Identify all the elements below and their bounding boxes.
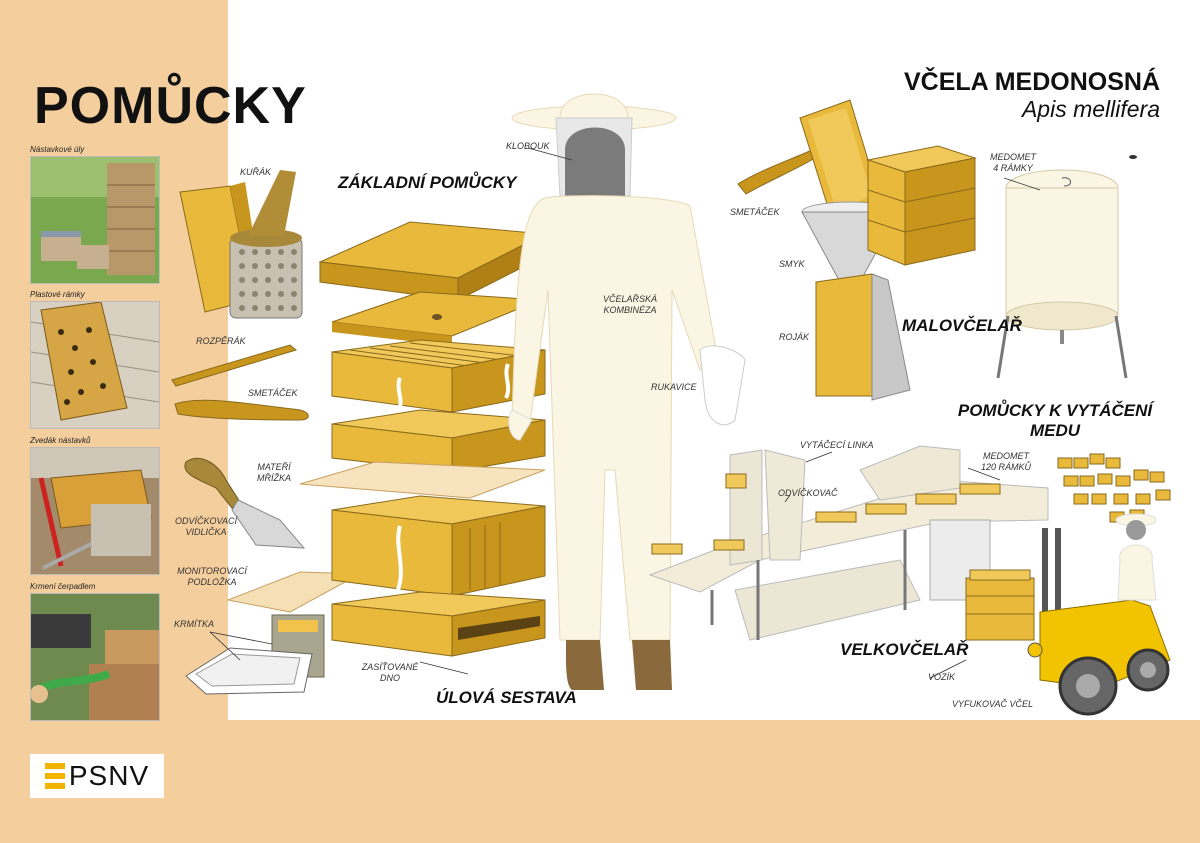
label-extractor-120: MEDOMET 120 RÁMKŮ	[980, 451, 1032, 472]
section-hive-set: ÚLOVÁ SESTAVA	[436, 688, 577, 707]
photo-1	[30, 156, 160, 284]
psnv-logo: PSNV	[30, 754, 164, 798]
small-hive	[866, 145, 977, 266]
label-screened-bottom: ZASÍŤOVANÉ DNO	[361, 662, 419, 683]
section-extraction: POMŮCKY K VYTÁČENÍ MEDU	[957, 401, 1153, 440]
bottom-strip	[0, 720, 1200, 843]
photo-2	[30, 301, 160, 429]
label-suit: VČELAŘSKÁ KOMBINÉZA	[602, 294, 658, 315]
photo-caption-2: Plastové rámky	[30, 290, 85, 299]
header-title: VČELA MEDONOSNÁ	[903, 68, 1160, 96]
photo-caption-1: Nástavkové úly	[30, 145, 85, 154]
label-funnel: SMYK	[779, 259, 805, 269]
section-basic: ZÁKLADNÍ POMŮCKY	[338, 173, 517, 192]
photo-3	[30, 447, 160, 575]
page-title: POMŮCKY	[34, 77, 307, 135]
label-gloves: RUKAVICE	[651, 382, 697, 392]
section-large: VELKOVČELAŘ	[840, 640, 969, 659]
hive-tool	[171, 344, 298, 387]
extractor-small	[996, 155, 1137, 379]
photo-caption-3: Zvedák nástavků	[30, 436, 91, 445]
section-small: MALOVČELAŘ	[902, 316, 1022, 335]
label-extractor-4: MEDOMET 4 RÁMKY	[990, 152, 1036, 173]
smoker-illustration	[179, 170, 303, 319]
label-hive-tool: ROZPĚRÁK	[196, 336, 246, 346]
label-swarm-catcher: ROJÁK	[779, 332, 810, 342]
forklift	[965, 513, 1171, 716]
extraction-line	[648, 445, 1049, 641]
label-feeders: KRMÍTKA	[174, 619, 215, 629]
feeders	[185, 614, 325, 695]
brush-2	[737, 149, 819, 195]
logo-text: PSNV	[68, 760, 150, 791]
label-cart: VOZÍK	[928, 672, 956, 682]
label-bee-blower: VYFUKOVAČ VČEL	[952, 699, 1034, 709]
label-smoker: KUŘÁK	[240, 167, 272, 177]
label-uncapping-fork: ODVÍČKOVACÍ VIDLIČKA	[174, 516, 237, 537]
photo-4	[30, 593, 160, 721]
label-extraction-line: VYTÁČECÍ LINKA	[800, 440, 874, 450]
label-brush-2: SMETÁČEK	[730, 207, 780, 217]
swarm-catcher	[815, 273, 911, 401]
honey-supers-stack	[1057, 453, 1171, 523]
logo-mark-icon	[44, 763, 65, 789]
beekeeper-figure	[508, 93, 746, 690]
uncapping-fork	[184, 457, 306, 549]
label-brush-1: SMETÁČEK	[248, 388, 298, 398]
leader-lines	[209, 147, 1041, 679]
brush-1	[174, 399, 309, 421]
label-uncapper: ODVÍČKOVAČ	[778, 488, 838, 498]
header-latin: Apis mellifera	[1021, 96, 1160, 122]
hive-stack	[299, 221, 547, 657]
label-queen-excluder: MATEŘÍ MŘÍŽKA	[256, 462, 291, 483]
label-hat: KLOBOUK	[506, 141, 550, 151]
label-monitoring-board: MONITOROVACÍ PODLOŽKA	[177, 566, 247, 587]
photo-caption-4: Krmení čerpadlem	[30, 582, 96, 591]
